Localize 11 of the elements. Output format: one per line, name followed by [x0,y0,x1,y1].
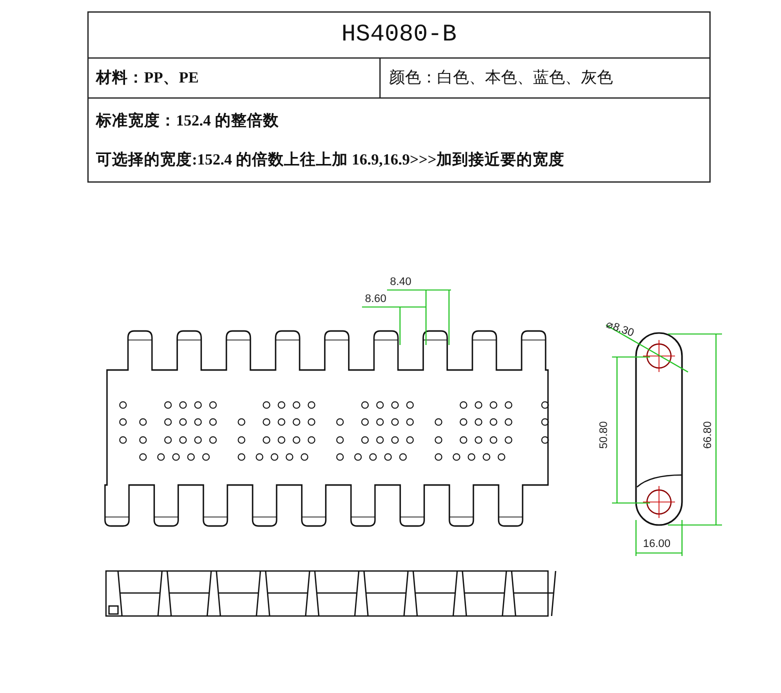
material-text: 材料：PP、PE [96,68,199,88]
standard-width-text: 标准宽度：152.4 的整倍数 [96,111,279,132]
diameter-label: ⌀8.30 [604,318,636,340]
dimension-label: 50.80 [598,421,610,449]
dimension-label: 16.00 [643,538,671,550]
color-text: 颜色：白色、本色、蓝色、灰色 [389,68,613,88]
part-number-heading: HS4080-B [341,22,457,48]
dimension-label: 8.40 [390,276,412,288]
dimension-label: 8.60 [365,293,386,305]
optional-width-text: 可选择的宽度:152.4 的倍数上往上加 16.9,16.9>>>加到接近要的宽度 [96,150,564,170]
dimension-label: 66.80 [702,421,714,449]
